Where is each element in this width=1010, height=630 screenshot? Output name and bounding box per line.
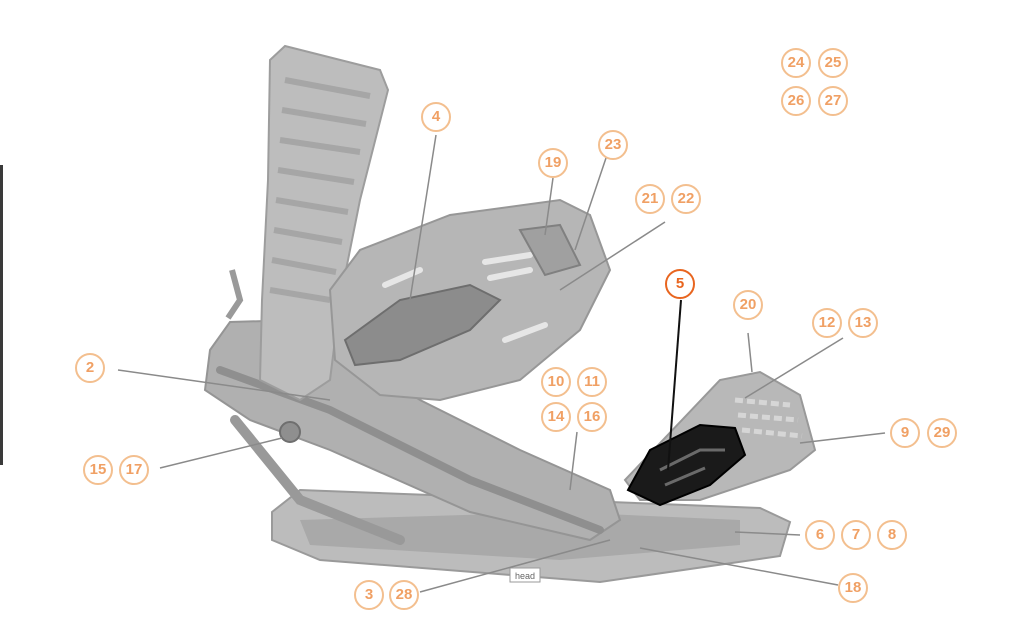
- toe-buckle-detail: [659, 448, 725, 487]
- ankle-ratchet: [343, 283, 502, 367]
- callout-9[interactable]: 9: [890, 418, 920, 448]
- callout-11[interactable]: 11: [577, 367, 607, 397]
- callout-18[interactable]: 18: [838, 573, 868, 603]
- callout-3[interactable]: 3: [354, 580, 384, 610]
- callout-15[interactable]: 15: [83, 455, 113, 485]
- callout-26[interactable]: 26: [781, 86, 811, 116]
- leader-12-13: [744, 337, 844, 399]
- toe-strap-grid: [734, 397, 803, 439]
- leader-15-17: [159, 437, 283, 469]
- leader-3-28: [419, 539, 611, 593]
- leader-9-29: [799, 432, 886, 444]
- left-edge-bar: [0, 165, 3, 465]
- callout-20[interactable]: 20: [733, 290, 763, 320]
- leader-20: [747, 332, 753, 373]
- callout-25[interactable]: 25: [818, 48, 848, 78]
- side-rail: [230, 415, 405, 545]
- leader-5: [667, 299, 682, 471]
- leader-lines: [117, 134, 886, 593]
- callout-7[interactable]: 7: [841, 520, 871, 550]
- callout-10[interactable]: 10: [541, 367, 571, 397]
- leader-4: [409, 134, 437, 301]
- callout-6[interactable]: 6: [805, 520, 835, 550]
- callout-17[interactable]: 17: [119, 455, 149, 485]
- leader-14-16: [569, 431, 578, 491]
- callout-22[interactable]: 22: [671, 184, 701, 214]
- leader-2: [117, 369, 331, 401]
- callout-5[interactable]: 5: [665, 269, 695, 299]
- callout-4[interactable]: 4: [421, 102, 451, 132]
- base-plate-inner: [300, 512, 740, 560]
- logo-text: head: [515, 571, 535, 581]
- leader-21-22: [559, 221, 666, 291]
- heel-cup-rail: [216, 366, 604, 534]
- callout-24[interactable]: 24: [781, 48, 811, 78]
- leader-19: [544, 177, 554, 236]
- leader-23: [574, 157, 607, 251]
- callout-14[interactable]: 14: [541, 402, 571, 432]
- ankle-strap-slots: [382, 252, 548, 343]
- leader-18: [639, 547, 839, 586]
- callout-27[interactable]: 27: [818, 86, 848, 116]
- toe-buckle-highlight: [626, 423, 747, 507]
- callout-23[interactable]: 23: [598, 130, 628, 160]
- heel-screw: [279, 421, 301, 443]
- callout-19[interactable]: 19: [538, 148, 568, 178]
- callout-28[interactable]: 28: [389, 580, 419, 610]
- logo-tag: [509, 567, 541, 583]
- callout-16[interactable]: 16: [577, 402, 607, 432]
- callout-2[interactable]: 2: [75, 353, 105, 383]
- highback-texture: [269, 77, 371, 303]
- callout-13[interactable]: 13: [848, 308, 878, 338]
- highback-lever: [225, 269, 244, 320]
- callout-21[interactable]: 21: [635, 184, 665, 214]
- leader-6-7-8: [734, 531, 801, 536]
- callout-8[interactable]: 8: [877, 520, 907, 550]
- callout-29[interactable]: 29: [927, 418, 957, 448]
- callout-12[interactable]: 12: [812, 308, 842, 338]
